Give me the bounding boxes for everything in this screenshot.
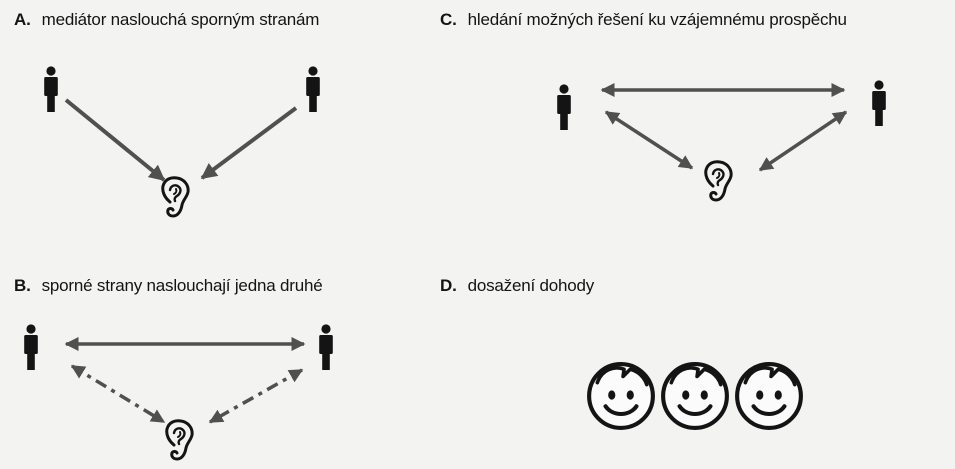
person-icon (44, 66, 58, 112)
smiley-face-icon (589, 364, 653, 428)
ear-icon (704, 160, 733, 202)
panel-a-letter: A. (14, 10, 31, 29)
arrow-right-to-ear (200, 106, 298, 180)
panel-c-letter: C. (440, 10, 457, 29)
panel-b: B. sporné strany naslouchají jedna druhé (14, 276, 434, 469)
panel-b-letter: B. (14, 276, 31, 295)
panel-a-diagram (44, 66, 320, 218)
dashed-arrow-right-ear (208, 368, 304, 424)
person-icon (557, 84, 571, 130)
smiley-face-icon (737, 364, 801, 428)
panel-c: C. hledání možných řešení ku vzájemnému p… (440, 10, 940, 230)
person-icon (319, 324, 333, 370)
arrow-left-to-ear (64, 98, 166, 182)
person-icon (872, 80, 886, 126)
panel-d-letter: D. (440, 276, 457, 295)
person-icon (24, 324, 38, 370)
panel-b-caption: B. sporné strany naslouchají jedna druhé (14, 276, 323, 296)
panel-c-caption: C. hledání možných řešení ku vzájemnému p… (440, 10, 847, 30)
panel-d-diagram (440, 276, 940, 469)
dashed-arrow-left-ear (70, 364, 166, 424)
panel-d-text: dosažení dohody (467, 276, 595, 295)
smiley-face-icon (663, 364, 727, 428)
person-icon (306, 66, 320, 112)
arrow-left-ear (604, 110, 694, 170)
panel-c-text: hledání možných řešení ku vzájemnému pro… (467, 10, 847, 29)
ear-icon (161, 176, 190, 218)
panel-a-text: mediátor naslouchá sporným stranám (41, 10, 320, 29)
arrow-right-ear (758, 110, 848, 172)
panel-c-diagram (557, 80, 886, 202)
panel-d-caption: D. dosažení dohody (440, 276, 594, 296)
panel-b-diagram (24, 324, 333, 461)
panel-a: A. mediátor naslouchá sporným stranám (14, 10, 434, 230)
panel-a-caption: A. mediátor naslouchá sporným stranám (14, 10, 319, 30)
panel-d: D. dosažení dohody (440, 276, 940, 469)
ear-icon (165, 419, 194, 461)
panel-b-text: sporné strany naslouchají jedna druhé (41, 276, 323, 295)
